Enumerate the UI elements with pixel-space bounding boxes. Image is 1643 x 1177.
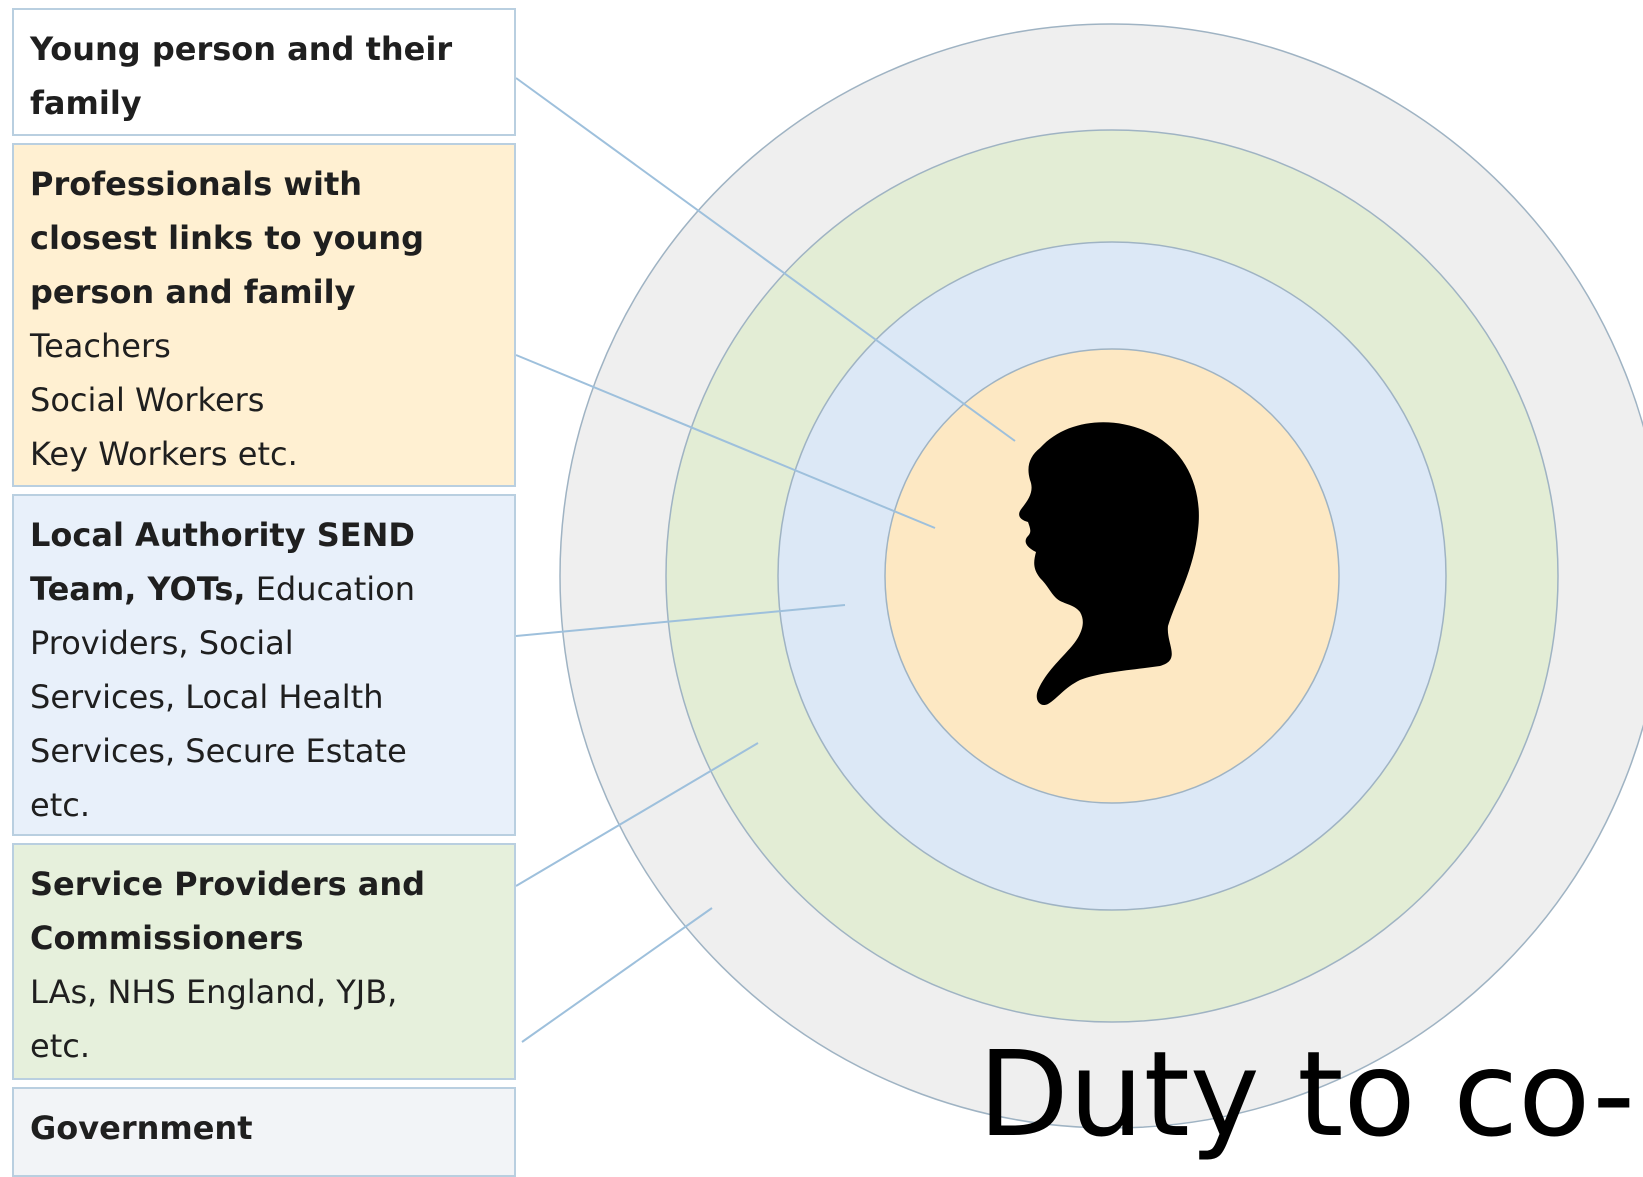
service-providers-item: LAs, NHS England, YJB, <box>30 973 398 1011</box>
connector-professionals <box>515 354 936 529</box>
connector-service-providers <box>515 742 759 887</box>
local-authority-box: Local Authority SEND Team, YOTs, Educati… <box>12 494 516 836</box>
professionals-item: Key Workers etc. <box>30 435 298 473</box>
page-heading: Duty to co-o <box>978 1025 1643 1163</box>
government-title: Government <box>30 1109 253 1147</box>
local-authority-mixed-line: Team, YOTs, Education <box>30 562 498 616</box>
connector-government <box>521 907 713 1043</box>
government-box: Government <box>12 1087 516 1177</box>
service-providers-item: etc. <box>30 1027 90 1065</box>
young-person-box: Young person and their family <box>12 8 516 136</box>
local-authority-line: etc. <box>30 786 90 824</box>
professionals-title-line: person and family <box>30 273 356 311</box>
local-authority-title-part: Team, YOTs, <box>30 570 246 608</box>
professionals-item: Teachers <box>30 327 171 365</box>
professionals-title-line: closest links to young <box>30 219 425 257</box>
child-silhouette-icon <box>1019 422 1199 706</box>
local-authority-line: Providers, Social <box>30 624 294 662</box>
connector-young-person <box>515 77 1016 442</box>
service-providers-box: Service Providers and Commissioners LAs,… <box>12 843 516 1080</box>
service-providers-title-line: Commissioners <box>30 919 304 957</box>
connector-local-authority <box>515 604 846 637</box>
local-authority-line: Services, Local Health <box>30 678 384 716</box>
young-person-title: Young person and their family <box>30 30 453 122</box>
local-authority-line: Services, Secure Estate <box>30 732 407 770</box>
professionals-box: Professionals with closest links to youn… <box>12 143 516 487</box>
professionals-item: Social Workers <box>30 381 265 419</box>
local-authority-text-part: Education <box>245 570 416 608</box>
professionals-title-line: Professionals with <box>30 165 363 203</box>
service-providers-title-line: Service Providers and <box>30 865 426 903</box>
local-authority-title-line: Local Authority SEND <box>30 516 415 554</box>
